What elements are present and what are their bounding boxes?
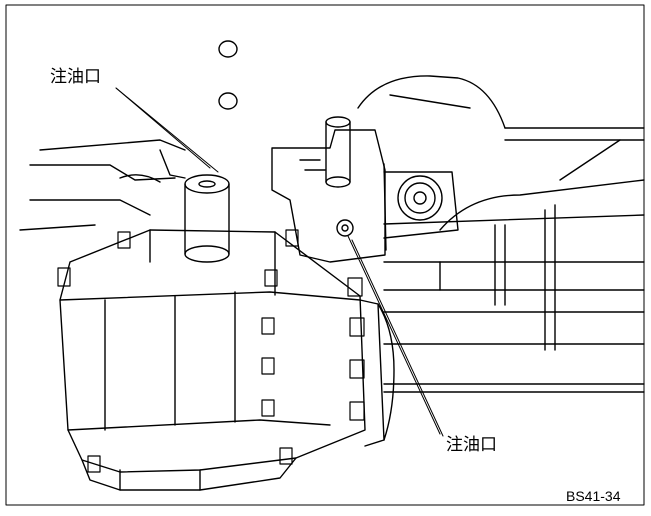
left-background bbox=[19, 139, 186, 231]
frame-rail bbox=[357, 75, 645, 141]
upper-housing bbox=[271, 116, 386, 263]
side-flange bbox=[359, 299, 395, 447]
breather-tube bbox=[184, 174, 230, 263]
frame-border bbox=[5, 4, 645, 506]
figure-code: BS41-34 bbox=[566, 488, 621, 504]
bolts bbox=[57, 229, 365, 473]
leader-bottom-1 bbox=[351, 239, 444, 437]
fill-port-label-bottom: 注油口 bbox=[446, 435, 497, 455]
output-yoke bbox=[383, 163, 459, 251]
hole-upper bbox=[218, 40, 238, 58]
transfer-case-body bbox=[59, 229, 366, 491]
leader-bottom-2 bbox=[347, 235, 441, 435]
fill-port-label-top: 注油口 bbox=[50, 67, 101, 87]
hole-lower bbox=[218, 92, 238, 110]
crossmember bbox=[383, 139, 645, 393]
leader-top-2 bbox=[115, 87, 219, 173]
